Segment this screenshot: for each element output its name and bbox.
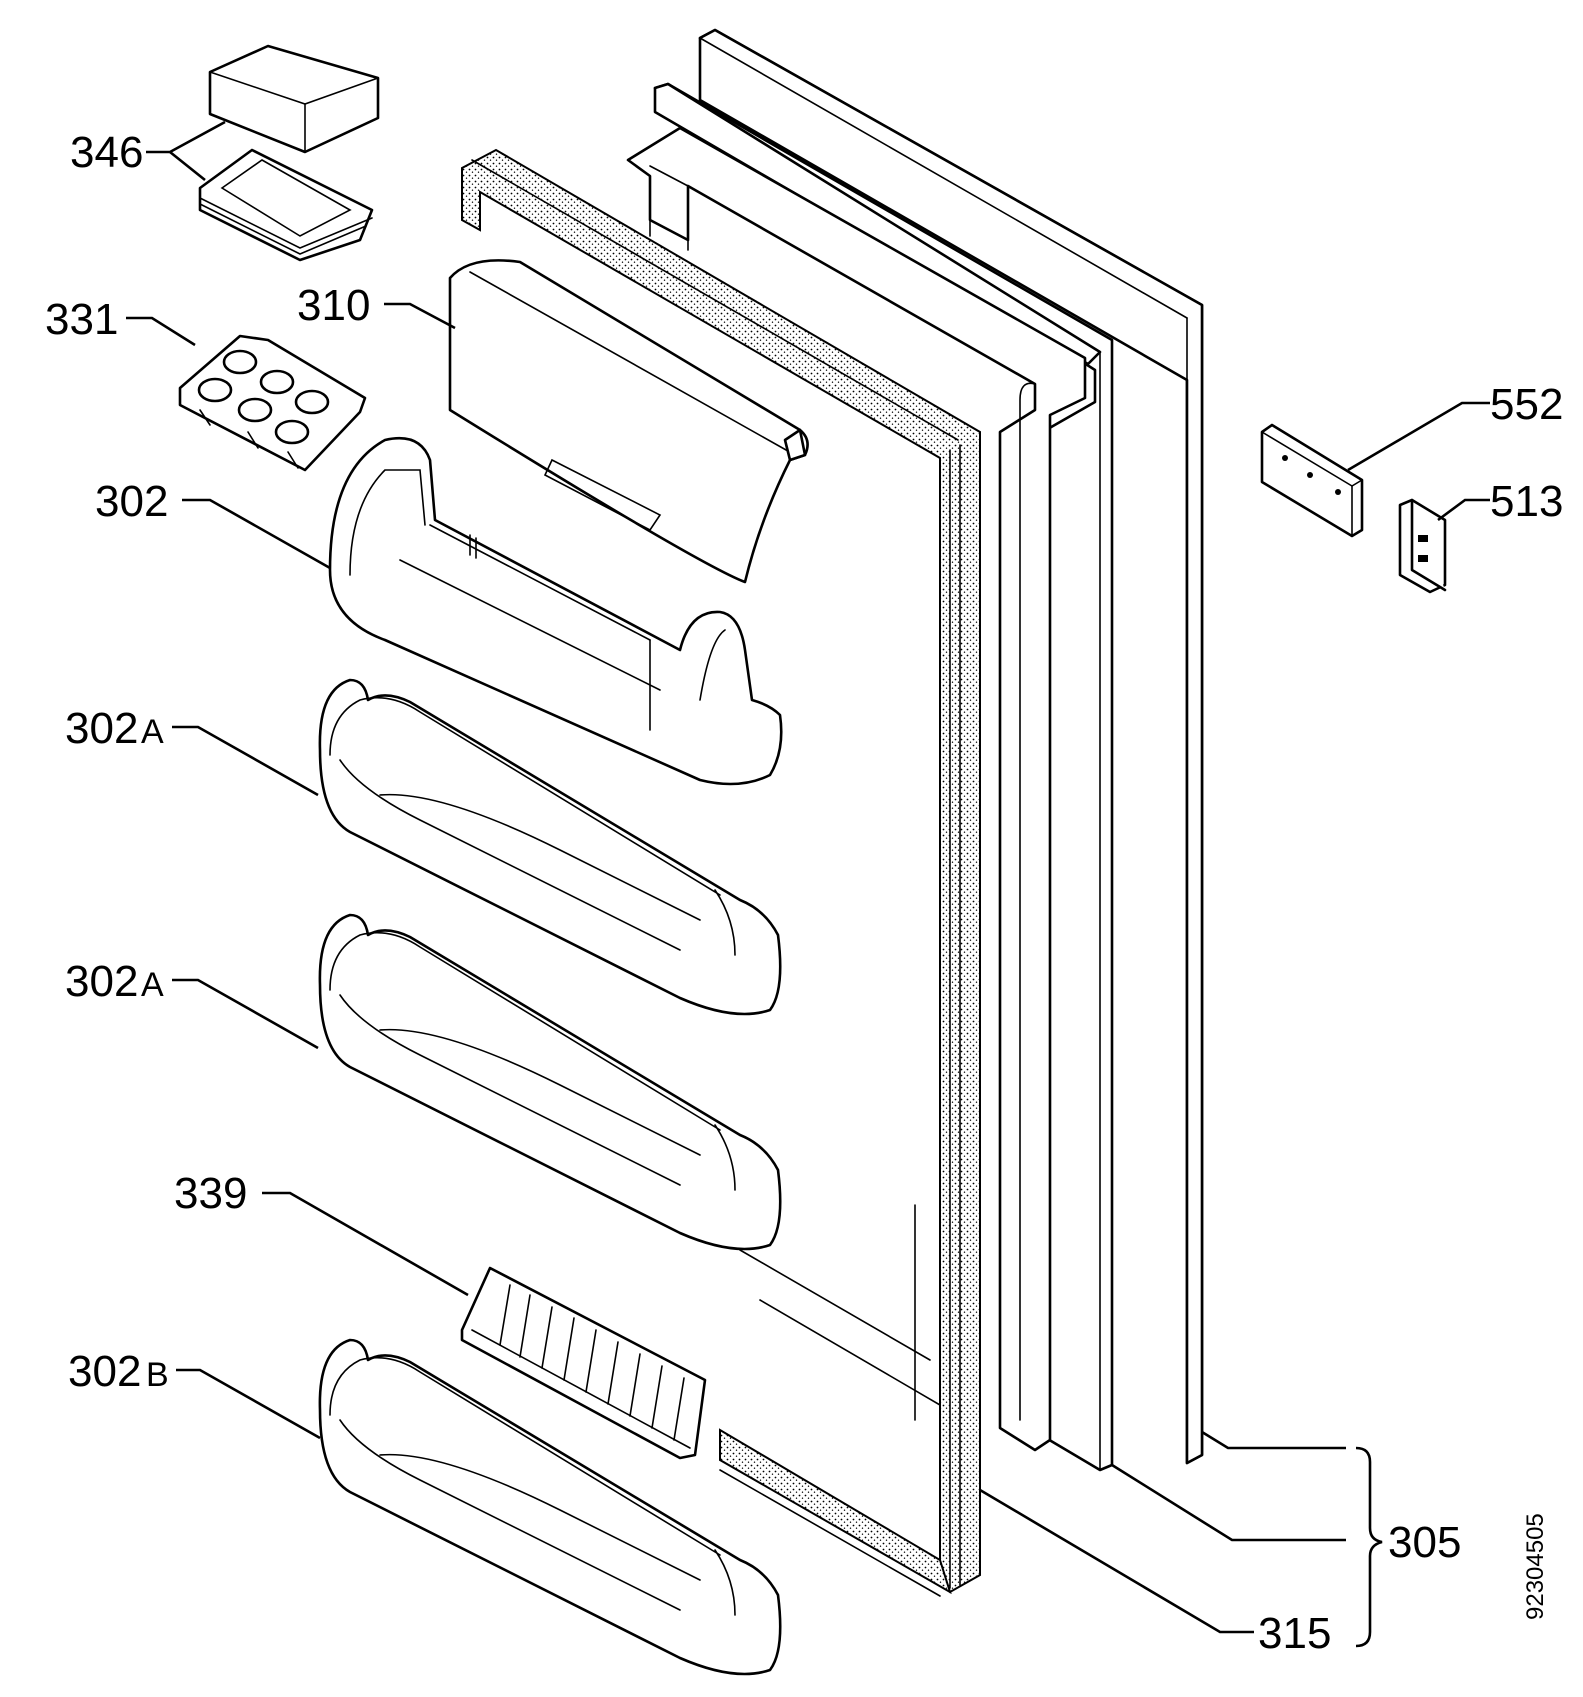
door-shelf-302: [328, 436, 783, 786]
leader-lines: [126, 120, 1490, 1648]
egg-tray: [178, 334, 367, 472]
label-302b-suffix: B: [146, 1356, 169, 1394]
label-302: 302: [95, 477, 168, 526]
label-310: 310: [297, 281, 370, 330]
door-shelf-302b: [318, 1338, 782, 1676]
label-302a-upper: 302: [65, 704, 138, 753]
dairy-compartment-lid: [448, 259, 809, 584]
label-346: 346: [70, 128, 143, 177]
door-gasket: [461, 148, 981, 1597]
label-302a-lower-suffix: A: [141, 966, 164, 1004]
door-liner-frame: [653, 82, 1114, 1472]
drawing-number: 92304505: [1522, 1513, 1549, 1620]
hinge-cover-552: [1260, 423, 1364, 538]
label-302a-upper-suffix: A: [141, 713, 164, 751]
door-shelf-302a-upper: [318, 678, 782, 1016]
part-labels: 346 331 310 302 302 A 302 A 339 302 B 55…: [45, 128, 1563, 1658]
door-inner-face: [739, 1204, 941, 1421]
butter-box-frame: [198, 148, 374, 262]
door-outer-panel: [698, 28, 1204, 1465]
bottle-divider: [460, 1266, 707, 1460]
label-339: 339: [174, 1169, 247, 1218]
label-302a-lower: 302: [65, 957, 138, 1006]
label-513: 513: [1490, 477, 1563, 526]
butter-box: [208, 44, 380, 154]
label-305: 305: [1388, 1518, 1461, 1567]
door-inner-liner: [626, 126, 1087, 1452]
label-331: 331: [45, 295, 118, 344]
label-315: 315: [1258, 1609, 1331, 1658]
label-302b: 302: [68, 1347, 141, 1396]
hinge-bracket-513: [1398, 498, 1447, 594]
door-shelf-302a-lower: [318, 913, 782, 1251]
label-552: 552: [1490, 380, 1563, 429]
